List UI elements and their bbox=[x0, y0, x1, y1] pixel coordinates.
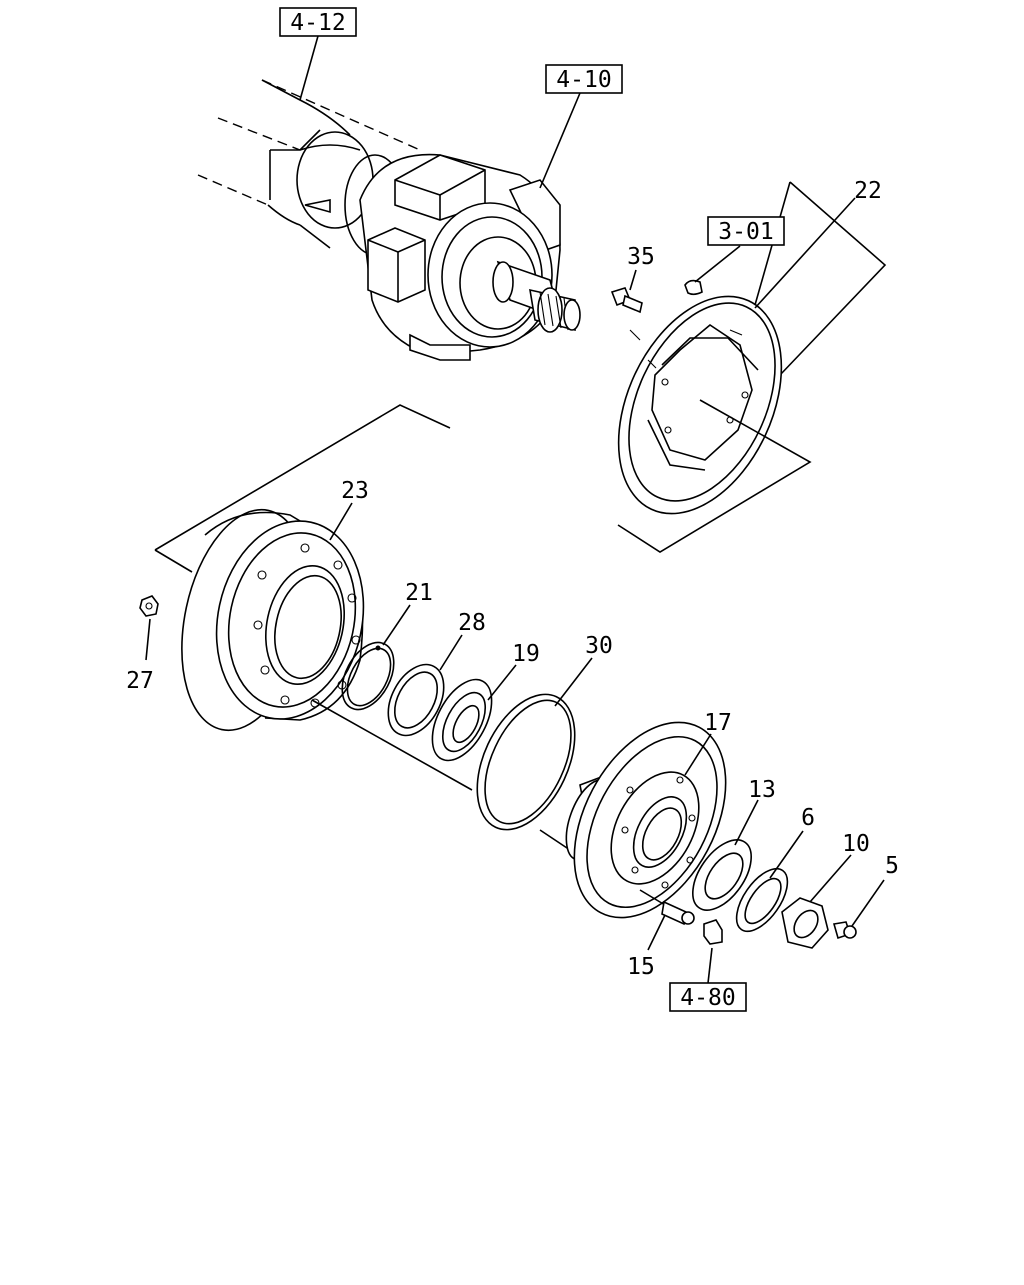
reference-label-4-10: 4-10 bbox=[556, 67, 611, 93]
screw-5 bbox=[832, 921, 857, 940]
axle-housing bbox=[197, 79, 581, 361]
callout-30: 30 bbox=[585, 633, 613, 659]
callout-27: 27 bbox=[126, 668, 154, 694]
snap-ring-21 bbox=[341, 641, 395, 711]
callout-13: 13 bbox=[748, 777, 776, 803]
leader-lines bbox=[145, 35, 885, 984]
callout-28: 28 bbox=[458, 610, 486, 636]
washer-6 bbox=[735, 867, 789, 933]
reference-label-4-12: 4-12 bbox=[290, 10, 345, 36]
nut-27 bbox=[139, 595, 159, 617]
reference-box-4-10: 4-10 bbox=[545, 64, 623, 94]
reference-label-4-80: 4-80 bbox=[680, 985, 735, 1011]
callout-10: 10 bbox=[842, 831, 870, 857]
bolt-35 bbox=[610, 287, 643, 314]
bearing-19 bbox=[431, 678, 493, 762]
reference-box-4-80: 4-80 bbox=[669, 982, 747, 1012]
reference-box-4-12: 4-12 bbox=[279, 7, 357, 37]
bearing-13 bbox=[692, 839, 752, 911]
stud-15 bbox=[639, 889, 695, 926]
callout-21: 21 bbox=[405, 580, 433, 606]
seal-28 bbox=[387, 663, 445, 737]
callout-5: 5 bbox=[885, 853, 899, 879]
brake-drum-23 bbox=[154, 404, 586, 861]
callout-17: 17 bbox=[704, 710, 732, 736]
lock-nut-10 bbox=[781, 897, 829, 949]
clip-3-01 bbox=[684, 279, 703, 296]
callout-6: 6 bbox=[801, 805, 815, 831]
callout-19: 19 bbox=[512, 641, 540, 667]
o-ring-30 bbox=[476, 693, 576, 831]
reference-box-3-01: 3-01 bbox=[707, 216, 785, 246]
callout-22: 22 bbox=[854, 178, 882, 204]
reference-label-3-01: 3-01 bbox=[718, 219, 773, 245]
callout-23: 23 bbox=[341, 478, 369, 504]
backing-plate-22 bbox=[617, 181, 887, 553]
callout-15: 15 bbox=[627, 954, 655, 980]
callout-35: 35 bbox=[627, 244, 655, 270]
nut-4-80 bbox=[703, 919, 723, 945]
